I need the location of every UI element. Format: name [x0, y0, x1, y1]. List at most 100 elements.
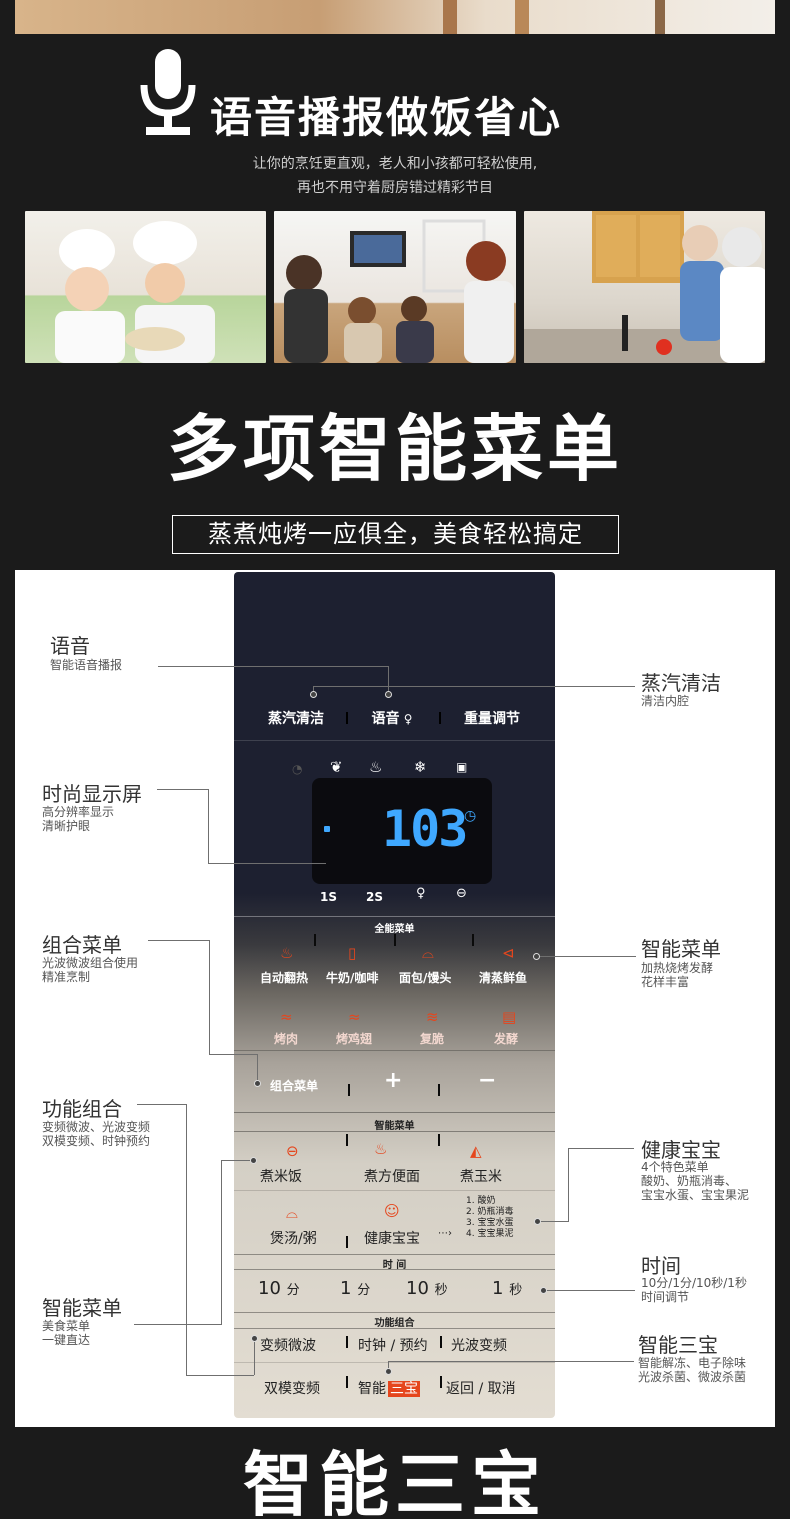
time-unit: 秒: [434, 1283, 448, 1298]
button-divider: [438, 1134, 440, 1146]
callout-smart-left-title: 智能菜单: [42, 1296, 122, 1320]
noodle-icon: ♨: [374, 1140, 388, 1158]
menu-health-baby[interactable]: 健康宝宝: [364, 1231, 420, 1247]
callout-voice-desc: 智能语音播报: [50, 658, 123, 672]
callout-health-desc1: 4个特色菜单: [641, 1160, 709, 1174]
button-divider: [346, 1336, 348, 1348]
baby-list-item: 1. 酸奶: [466, 1196, 496, 1206]
callout-line: [186, 1375, 254, 1376]
time-unit: 秒: [509, 1283, 523, 1298]
callout-line: [254, 1338, 255, 1375]
clock-preset-button[interactable]: 时钟 / 预约: [358, 1338, 428, 1354]
steam-clean-button[interactable]: 蒸汽清洁: [268, 711, 324, 727]
microwave-control-panel: 蒸汽清洁 语音 ♀ 重量调节 ◔ ❦ ♨ ❄ ▣ 103 ◷ 1S 2S ♀ ⊖…: [234, 572, 555, 1418]
callout-voice-title: 语音: [50, 634, 90, 658]
callout-smart-right-desc2: 花样丰富: [641, 975, 690, 989]
combo-menu-button[interactable]: 组合菜单: [270, 1079, 319, 1093]
callout-combo-title: 组合菜单: [42, 933, 122, 957]
callout-dot: [310, 691, 317, 698]
button-divider: [440, 1336, 442, 1348]
time-10-seconds-button[interactable]: 10 秒: [406, 1278, 448, 1299]
menu-recrisp[interactable]: 复脆: [420, 1032, 445, 1046]
snowflake-icon: ❄: [414, 758, 427, 776]
callout-health-desc2: 酸奶、奶瓶消毒、: [641, 1174, 738, 1188]
menu-roast-meat[interactable]: 烤肉: [274, 1032, 299, 1046]
callout-display-desc2: 清晰护眼: [42, 819, 91, 833]
panel-divider: [234, 1269, 555, 1270]
section-smart-menu: 智能菜单: [374, 1121, 415, 1132]
callout-steam-title: 蒸汽清洁: [641, 671, 721, 695]
callout-line: [568, 1148, 634, 1149]
section-function: 功能组合: [374, 1318, 415, 1329]
lightwave-inverter-button[interactable]: 光波变频: [451, 1338, 507, 1354]
baby-list-item: 4. 宝宝果泥: [466, 1229, 514, 1239]
callout-line: [209, 1054, 257, 1055]
voice-button-label: 语音: [371, 711, 400, 727]
menu-cook-corn[interactable]: 煮玉米: [460, 1169, 502, 1185]
baby-menu-list: 1. 酸奶 2. 奶瓶消毒 3. 宝宝水蛋 4. 宝宝果泥: [466, 1196, 513, 1240]
callout-time-title: 时间: [641, 1254, 681, 1278]
callout-function-desc1: 变频微波、光波变频: [42, 1120, 151, 1134]
panel-divider: [234, 1362, 555, 1363]
callout-line: [208, 863, 326, 864]
clock-icon: ◷: [464, 808, 477, 824]
back-cancel-button[interactable]: 返回 / 取消: [446, 1381, 516, 1397]
time-unit: 分: [286, 1283, 300, 1298]
callout-combo-desc2: 精准烹制: [42, 970, 91, 984]
callout-line: [221, 1160, 222, 1325]
menu-auto-reheat[interactable]: 自动翻热: [260, 971, 309, 985]
time-10-minutes-button[interactable]: 10 分: [258, 1278, 300, 1299]
callout-three-title: 智能三宝: [638, 1333, 718, 1357]
callout-line: [157, 789, 209, 790]
panel-divider: [234, 1312, 555, 1313]
voice-icon: ♀: [399, 712, 413, 726]
callout-line: [208, 789, 209, 864]
dual-mode-inverter-button[interactable]: 双模变频: [264, 1381, 320, 1397]
minus-button[interactable]: −: [478, 1068, 497, 1093]
smart-three-label-a: 智能: [358, 1381, 386, 1397]
panel-divider: [234, 1254, 555, 1255]
section-all-menu: 全能菜单: [374, 924, 415, 935]
weight-adjust-button[interactable]: 重量调节: [464, 711, 520, 727]
callout-function-title: 功能组合: [42, 1097, 122, 1121]
menu-milk-coffee[interactable]: 牛奶/咖啡: [326, 971, 379, 985]
baby-list-item: 3. 宝宝水蛋: [466, 1218, 514, 1228]
display-label-2s: 2S: [366, 890, 383, 904]
callout-display-desc1: 高分辨率显示: [42, 805, 115, 819]
bread-icon: ⌓: [422, 944, 434, 962]
smart-three-label-b: 三宝: [388, 1381, 420, 1397]
time-num: 1: [492, 1278, 504, 1299]
callout-three-desc1: 智能解冻、电子除味: [638, 1356, 747, 1370]
time-1-minute-button[interactable]: 1 分: [340, 1278, 370, 1299]
voice-subtitle-line2: 再也不用守着厨房错过精彩节目: [297, 180, 493, 196]
button-divider: [314, 934, 316, 946]
smart-three-title: 智能三宝: [243, 1444, 547, 1519]
callout-line: [186, 1104, 187, 1375]
menu-cook-noodles[interactable]: 煮方便面: [364, 1169, 420, 1185]
button-divider: [348, 1084, 350, 1096]
plus-button[interactable]: +: [384, 1068, 403, 1093]
menu-bread-bun[interactable]: 面包/馒头: [399, 971, 452, 985]
menu-soup-porridge[interactable]: 煲汤/粥: [270, 1231, 317, 1247]
button-divider: [346, 1376, 348, 1388]
voice-title: 语音播报做饭省心: [210, 93, 563, 142]
inverter-microwave-button[interactable]: 变频微波: [260, 1338, 316, 1354]
time-num: 10: [406, 1278, 429, 1299]
photo-kids-cooking: [25, 211, 267, 363]
steam-icon: ♨: [369, 758, 383, 776]
display-label-1s: 1S: [320, 890, 337, 904]
table-leg: [515, 0, 529, 34]
smart-three-button[interactable]: 智能三宝: [358, 1378, 420, 1398]
button-divider: [472, 934, 474, 946]
voice-button[interactable]: 语音 ♀: [362, 708, 422, 728]
callout-steam-desc: 清洁内腔: [641, 694, 690, 708]
callout-line: [536, 956, 636, 957]
menu-roast-wings[interactable]: 烤鸡翅: [336, 1032, 373, 1046]
menu-cook-rice[interactable]: 煮米饭: [260, 1169, 302, 1185]
menu-steamed-fish[interactable]: 清蒸鲜鱼: [479, 971, 528, 985]
time-1-second-button[interactable]: 1 秒: [492, 1278, 522, 1299]
callout-line: [388, 1361, 634, 1362]
baby-arrow: ⋯›: [438, 1228, 452, 1239]
menu-ferment[interactable]: 发酵: [494, 1032, 519, 1046]
